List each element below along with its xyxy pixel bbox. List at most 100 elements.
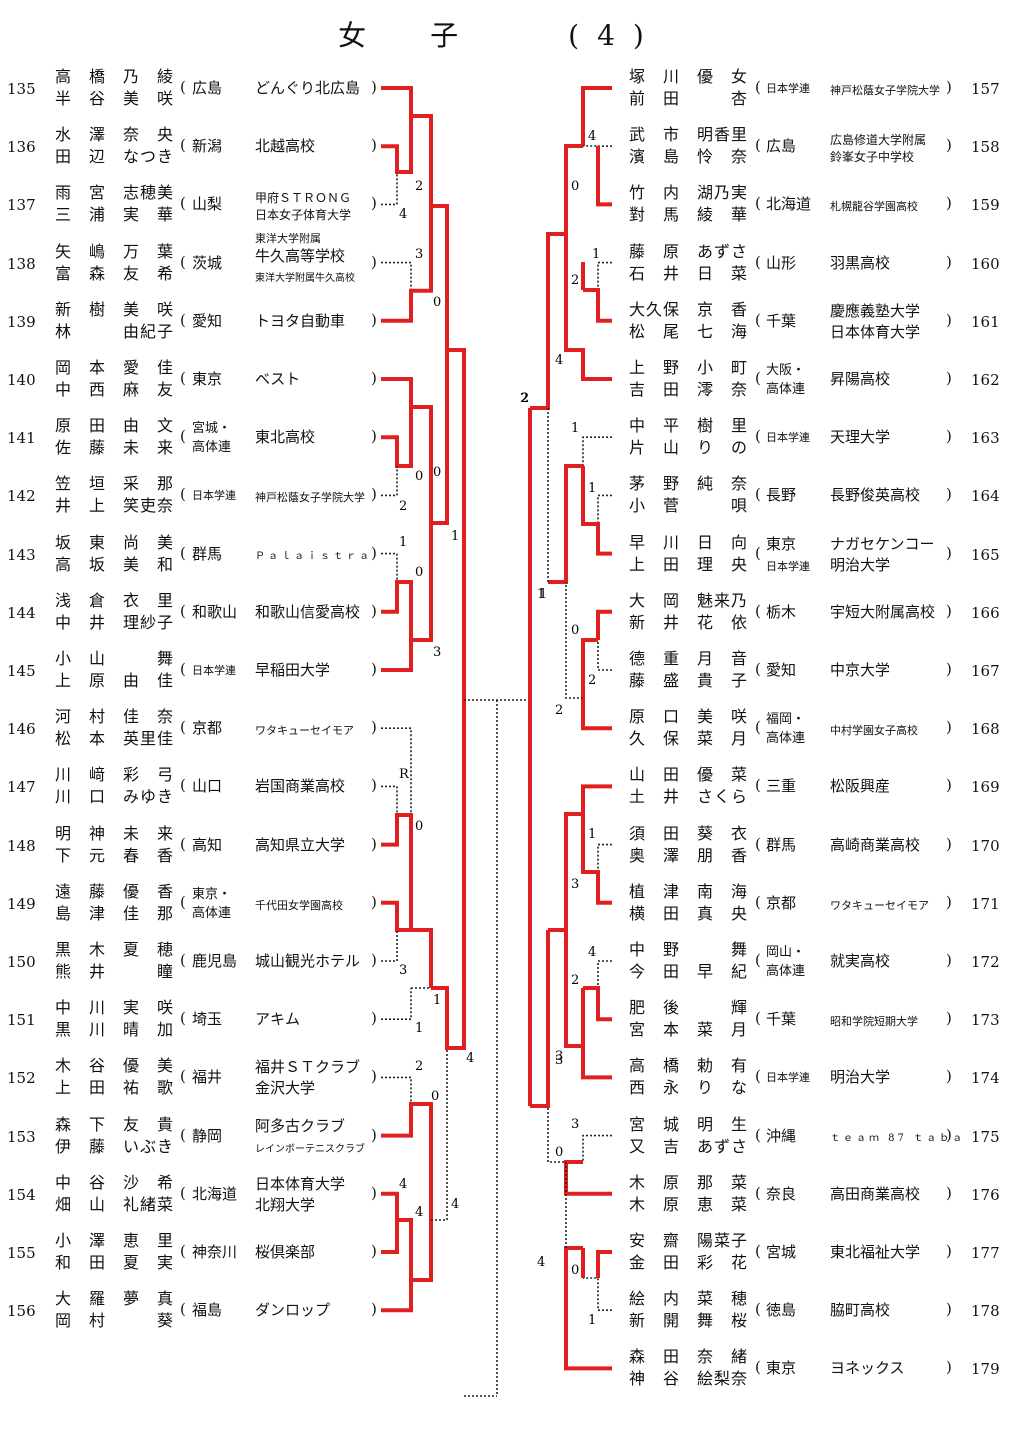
player-name: 富 森 友 希 xyxy=(55,263,173,283)
club-name: トヨタ自動車 xyxy=(255,311,346,330)
player-name: 大 岡 魅来乃 xyxy=(629,590,747,610)
close-paren: ) xyxy=(946,78,952,96)
match-score: 1 xyxy=(433,993,441,1008)
close-paren: ) xyxy=(371,1067,377,1086)
bracket-line xyxy=(447,348,466,700)
open-paren: ( xyxy=(180,1242,186,1260)
match-score: 0 xyxy=(555,1145,563,1160)
player-name: 高 坂 美 和 xyxy=(55,554,173,574)
club-name: 高崎商業高校 xyxy=(830,835,921,854)
bracket-line xyxy=(530,232,566,410)
seed-number: 176 xyxy=(971,1185,1000,1204)
match-score: 4 xyxy=(399,207,407,222)
close-paren: ) xyxy=(946,1242,952,1260)
club-name: レインボーテニスクラブ xyxy=(255,1143,365,1155)
match-score: 1 xyxy=(588,1313,596,1328)
player-name: 松 本 英里佳 xyxy=(55,729,173,749)
club-name: 長野俊英高校 xyxy=(830,486,921,505)
prefecture: 東京・ xyxy=(192,886,232,902)
match-score: 0 xyxy=(571,623,579,638)
open-paren: ( xyxy=(755,310,761,329)
open-paren: ( xyxy=(755,369,761,387)
prefecture: 福岡・ xyxy=(766,712,806,728)
seed-number: 169 xyxy=(971,778,1000,797)
match-score: 1 xyxy=(539,587,547,602)
player-name: 井 上 笑吏奈 xyxy=(55,496,173,516)
bracket-line xyxy=(381,523,433,672)
player-name: 島 津 佳 那 xyxy=(55,903,173,923)
match-score: 2 xyxy=(399,499,407,514)
close-paren: ) xyxy=(946,951,952,969)
prefecture: 愛知 xyxy=(766,661,797,679)
prefecture: 群馬 xyxy=(192,544,223,563)
club-name: 千代田女学園高校 xyxy=(255,898,343,912)
prefecture: 北海道 xyxy=(192,1184,238,1203)
prefecture: 日本学連 xyxy=(192,489,236,503)
match-score: 4 xyxy=(588,945,596,960)
club-name: 日本女子体育大学 xyxy=(255,208,352,223)
player-name: 小 山 舞 xyxy=(55,649,173,668)
bracket-line xyxy=(381,1102,433,1220)
match-score: 0 xyxy=(571,179,579,194)
player-name: 上 原 由 佳 xyxy=(55,671,173,690)
bracket-line xyxy=(596,146,612,207)
bracket-line xyxy=(381,1191,399,1220)
player-name: 上 田 祐 歌 xyxy=(55,1078,173,1098)
match-score: 4 xyxy=(537,1255,545,1270)
prefecture: 群馬 xyxy=(766,835,797,854)
match-score: 0 xyxy=(415,565,423,580)
bracket-line xyxy=(597,960,612,988)
club-name: 日本体育大学 xyxy=(830,322,921,341)
close-paren: ) xyxy=(371,1009,377,1028)
player-name: 新 井 花 依 xyxy=(629,612,747,632)
prefecture: 山形 xyxy=(766,253,797,272)
open-paren: ( xyxy=(755,1067,761,1086)
player-name: 小 澤 恵 里 xyxy=(55,1231,173,1250)
open-paren: ( xyxy=(755,485,761,504)
bracket-line xyxy=(411,405,433,523)
close-paren: ) xyxy=(946,427,952,446)
bracket-line xyxy=(597,640,612,671)
match-score: 2 xyxy=(415,1059,423,1074)
open-paren: ( xyxy=(755,834,761,853)
prefecture: 高体連 xyxy=(192,440,232,456)
seed-number: 166 xyxy=(971,603,1000,622)
open-paren: ( xyxy=(755,1009,761,1028)
bracket-line xyxy=(381,1218,413,1280)
club-name: 北越高校 xyxy=(255,137,316,156)
seed-number: 145 xyxy=(7,662,36,680)
close-paren: ) xyxy=(371,136,377,155)
seed-number: 136 xyxy=(7,138,36,157)
open-paren: ( xyxy=(180,78,186,96)
close-paren: ) xyxy=(946,252,952,271)
player-name: 藤 原 あずさ xyxy=(629,241,747,261)
player-name: 中 野 舞 xyxy=(629,940,747,959)
bracket-line xyxy=(381,900,411,932)
match-score: 0 xyxy=(415,819,423,834)
bracket-line xyxy=(597,843,612,872)
bracket-line xyxy=(564,234,612,381)
close-paren: ) xyxy=(946,1125,952,1144)
bracket-line xyxy=(381,785,398,815)
club-name: 神戸松蔭女子学院大学 xyxy=(830,84,940,97)
club-name: ワタキューセイモア xyxy=(830,898,929,912)
club-name: どんぐり北広島 xyxy=(255,79,361,97)
bracket-line xyxy=(381,727,412,815)
prefecture: 高体連 xyxy=(766,964,806,979)
prefecture: 京都 xyxy=(192,719,223,738)
match-score: 3 xyxy=(555,1053,563,1068)
player-name: 大 羅 夢 真 xyxy=(55,1289,173,1309)
bracket-line xyxy=(381,930,398,962)
prefecture: 沖縄 xyxy=(766,1126,797,1145)
seed-number: 168 xyxy=(971,720,1000,739)
open-paren: ( xyxy=(180,543,186,562)
match-score: 1 xyxy=(537,587,545,602)
